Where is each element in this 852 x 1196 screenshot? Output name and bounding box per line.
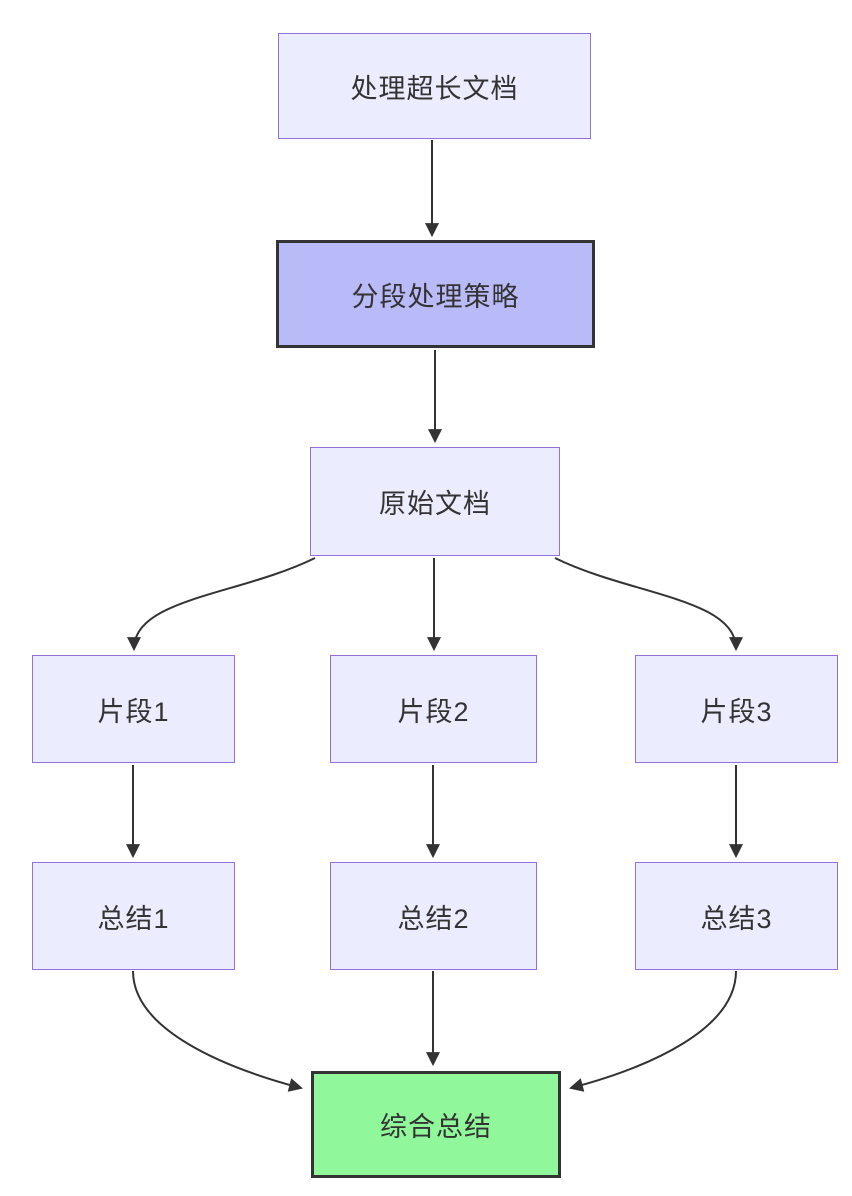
node-label: 总结1 (97, 903, 170, 934)
node-summary-2: 总结2 (330, 862, 537, 970)
node-label: 综合总结 (380, 1112, 492, 1142)
node-summary-1: 总结1 (32, 862, 235, 970)
node-label: 分段处理策略 (351, 281, 520, 312)
node-label: 处理超长文档 (350, 73, 519, 104)
node-combined-summary: 综合总结 (311, 1071, 561, 1178)
node-fragment-2: 片段2 (330, 655, 537, 763)
node-label: 片段3 (700, 696, 773, 727)
node-original-document: 原始文档 (310, 447, 560, 556)
edge-summary-1-to-combined-summary (132, 970, 304, 1092)
node-label: 原始文档 (379, 489, 491, 519)
node-fragment-3: 片段3 (635, 655, 838, 763)
edge-original-doc-to-fragment-1 (127, 557, 316, 652)
node-label: 总结2 (397, 903, 470, 934)
node-label: 片段1 (97, 696, 170, 727)
node-label: 片段2 (397, 696, 470, 727)
edge-original-doc-to-fragment-3 (554, 557, 743, 652)
node-handle-long-document: 处理超长文档 (278, 33, 591, 139)
edge-summary-3-to-combined-summary (568, 970, 737, 1092)
node-fragment-1: 片段1 (32, 655, 235, 763)
node-segmentation-strategy: 分段处理策略 (276, 240, 595, 348)
node-summary-3: 总结3 (635, 862, 838, 970)
node-label: 总结3 (700, 903, 773, 934)
